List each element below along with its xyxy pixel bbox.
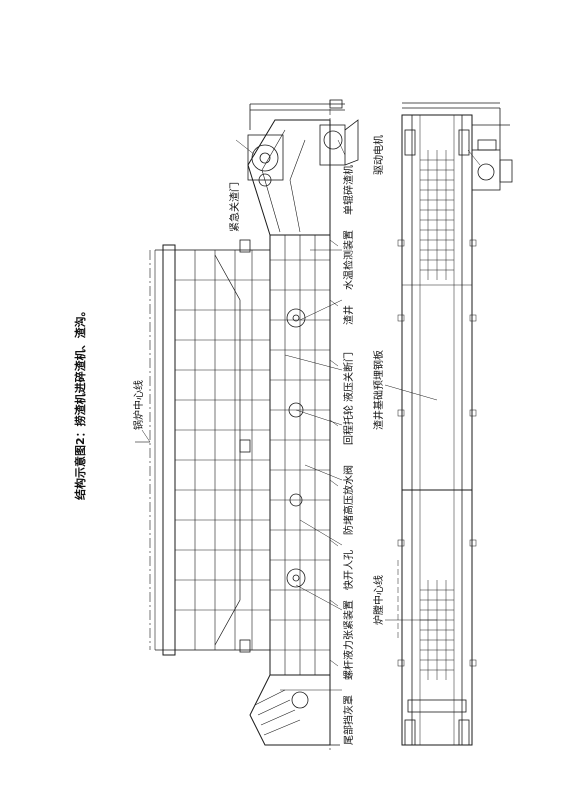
slag-well-frame (162, 244, 176, 656)
label-drive-motor: 驱动电机 (372, 135, 385, 175)
label-slag-well-plate: 渣井基础预埋钢板 (372, 350, 385, 430)
label-tail-baffle: 尾部挡灰罩 (342, 695, 355, 745)
label-slag-well: 渣井 (342, 305, 355, 325)
label-hydraulic-gate: 液压关断门 (342, 352, 355, 402)
label-furnace-center: 锅炉中心线 (132, 380, 145, 430)
label-anti-block-valve: 防堵高压放水阀 (342, 465, 355, 535)
side-view-labels: 锅炉中心线 紧急关渣门 单辊碎渣机 水温检测装置 渣井 液压关断门 回程托轮 防… (132, 165, 355, 745)
label-boiler-center: 炉膛中心线 (372, 575, 385, 625)
crusher-roll (323, 130, 343, 150)
roller (286, 568, 306, 588)
roller (288, 402, 304, 418)
tail-section (249, 674, 331, 746)
label-manhole: 快开人孔 (343, 550, 355, 590)
side-view (135, 99, 359, 750)
roller (289, 493, 303, 507)
tail-pulley (291, 691, 309, 709)
label-single-roll-crusher: 单辊碎渣机 (342, 165, 355, 215)
drive-motor (471, 149, 501, 191)
label-emergency-gate: 紧急关渣门 (228, 182, 241, 232)
label-water-temp-device: 水温检测装置 (342, 230, 355, 290)
crusher-body (319, 124, 346, 166)
inclined-head-section (247, 119, 331, 236)
drawing-title: 结构示意图2：捞渣机进碎渣机、渣沟。 (73, 305, 87, 501)
label-return-roller: 回程托轮 (342, 405, 355, 445)
head-pulley (251, 144, 279, 172)
chain-pattern-bottom (420, 580, 454, 680)
head-housing (247, 134, 284, 181)
slag-well-grid (175, 250, 270, 650)
top-view-labels: 驱动电机 渣井基础预埋钢板 炉膛中心线 (372, 135, 385, 625)
leader-lines (141, 139, 346, 691)
roller (286, 308, 306, 328)
chain-pattern-top (420, 150, 454, 280)
label-tensioner: 螺杆液力张紧装置 (342, 600, 355, 680)
plan-outer-frame (401, 114, 473, 746)
top-view (384, 102, 513, 746)
